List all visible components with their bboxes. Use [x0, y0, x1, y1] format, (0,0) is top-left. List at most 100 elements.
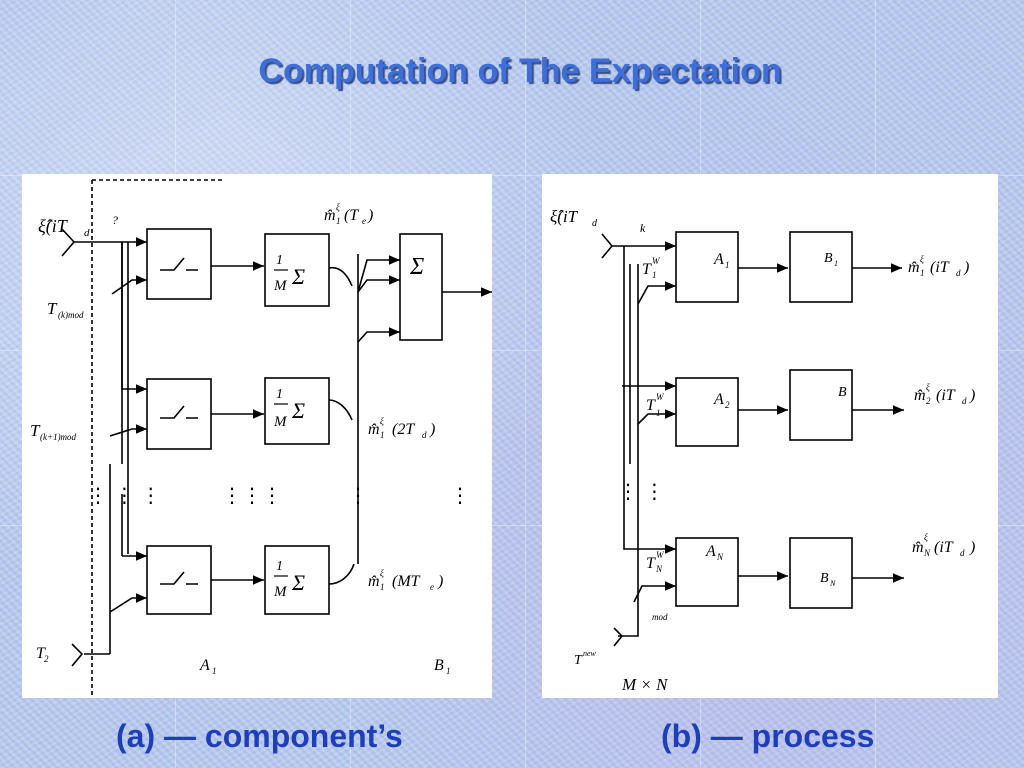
svg-text:1: 1: [920, 268, 925, 278]
svg-text:): ): [963, 259, 969, 276]
input-label: ξ̂(iT: [550, 207, 579, 226]
diagram-a-svg: ξ̂(iT d ? T (k)mod T (k+1)mod T 2 1 M Σ …: [30, 179, 492, 698]
t2-chevron: [71, 643, 84, 667]
svg-text:N: N: [716, 552, 724, 562]
svg-text:1: 1: [725, 260, 730, 270]
svg-text:T: T: [646, 555, 656, 572]
averager-block-1: [264, 233, 330, 307]
b-block-n: [789, 537, 853, 609]
svg-text:(2T: (2T: [392, 421, 415, 438]
svg-text:(k+1)mod: (k+1)mod: [40, 432, 77, 442]
svg-text:ξ: ξ: [380, 416, 384, 426]
svg-text:d: d: [84, 227, 90, 239]
svg-text:M: M: [273, 278, 288, 294]
svg-text:2: 2: [44, 654, 49, 664]
svg-text:T: T: [574, 653, 583, 668]
ellipsis-dots: ⋮ ⋮ ⋮: [88, 483, 161, 507]
a-block-n-label: A: [705, 543, 716, 560]
svg-text:): ): [969, 539, 975, 556]
tw-label-1: T W 1: [642, 256, 661, 280]
switch-block-2: [146, 378, 212, 450]
svg-text:Σ: Σ: [291, 570, 305, 595]
background-gridline: [0, 175, 1024, 176]
svg-text:(iT: (iT: [930, 259, 950, 276]
svg-text:m̂: m̂: [368, 573, 380, 590]
svg-text:W: W: [656, 392, 665, 402]
diagram-a-panel: ξ̂(iT d ? T (k)mod T (k+1)mod T 2 1 M Σ …: [22, 174, 492, 698]
output-label-1: m̂ ξ 1 (T e ): [324, 202, 373, 226]
a-block-2-label: A: [713, 391, 724, 408]
background-gridline: [0, 525, 1024, 526]
diagram-b-svg: ξ̂(iT d k T W 1 T W 1 T W N mod A 1 A 2 …: [550, 207, 975, 694]
tw-label-2: T W 1: [646, 392, 665, 418]
input-label: ξ̂(iT: [38, 216, 69, 237]
sum-block: [399, 233, 443, 341]
b-block-1-label: B: [824, 251, 833, 266]
svg-text:Σ: Σ: [291, 264, 305, 289]
svg-text:Σ: Σ: [291, 398, 305, 423]
svg-text:(iT: (iT: [934, 539, 954, 556]
svg-text:ξ: ξ: [380, 568, 384, 578]
svg-text:1: 1: [212, 666, 217, 676]
tw-label-n: T W N: [646, 550, 665, 574]
svg-text:e: e: [430, 582, 434, 592]
svg-text:): ): [969, 387, 975, 404]
svg-text:m̂: m̂: [908, 259, 920, 276]
svg-text:1: 1: [380, 430, 385, 440]
svg-text:ξ: ξ: [924, 532, 928, 542]
svg-text:e: e: [362, 216, 366, 226]
branch-label: ?: [112, 213, 118, 227]
b-block-2-label: B: [838, 385, 847, 400]
svg-text:d: d: [962, 396, 967, 406]
output-label-2: m̂ ξ 1 (2T d ): [368, 416, 435, 440]
svg-text:1: 1: [276, 559, 283, 574]
averager-block-2: [264, 377, 330, 445]
svg-text:(MT: (MT: [392, 573, 421, 590]
svg-text:): ): [429, 421, 435, 438]
bottom-chevron: [613, 627, 624, 647]
svg-text:1: 1: [834, 259, 838, 268]
switch-block-3: [146, 545, 212, 615]
svg-text:1: 1: [336, 216, 341, 226]
mxn-label: M × N: [621, 675, 669, 694]
svg-text:ξ: ξ: [336, 202, 340, 212]
svg-text:T: T: [646, 397, 656, 414]
ellipsis-dots: ⋮⋮⋮: [222, 483, 282, 507]
averager-label-2: 1 M Σ: [273, 387, 305, 430]
svg-text:): ): [437, 573, 443, 590]
sum-symbol: Σ: [409, 254, 424, 280]
group-label-a1: A: [199, 657, 210, 674]
svg-text:d: d: [592, 218, 598, 229]
output-label-n: m̂ ξ N (iT d ): [912, 532, 975, 558]
background-gridline: [0, 350, 1024, 351]
svg-text:new: new: [583, 649, 597, 658]
svg-text:d: d: [956, 268, 961, 278]
svg-text:d: d: [960, 548, 965, 558]
svg-text:d: d: [422, 430, 427, 440]
svg-text:1: 1: [656, 408, 661, 418]
t-label-2: T: [30, 421, 41, 440]
svg-text:m̂: m̂: [324, 207, 336, 224]
a-block-2: [675, 377, 739, 447]
svg-text:1: 1: [446, 666, 451, 676]
input-chevron: [601, 233, 614, 259]
svg-text:M: M: [273, 584, 288, 600]
t-label-1: T: [47, 299, 58, 318]
svg-text:(k)mod: (k)mod: [58, 310, 84, 320]
svg-text:W: W: [656, 550, 665, 560]
a-block-1: [675, 231, 739, 303]
svg-text:(iT: (iT: [936, 387, 956, 404]
svg-text:1: 1: [380, 582, 385, 592]
svg-text:N: N: [923, 548, 931, 558]
svg-text:N: N: [829, 579, 836, 588]
slide-title: Computation of The Expectation: [258, 52, 782, 90]
k-label: k: [640, 221, 646, 235]
ellipsis-dots: ⋮: [450, 483, 470, 507]
svg-text:ξ: ξ: [926, 382, 930, 392]
background-gridline: [525, 0, 526, 768]
a-block-1-label: A: [713, 251, 724, 268]
svg-text:): ): [367, 207, 373, 224]
output-label-2: m̂ ξ 2 (iT d ): [914, 382, 975, 406]
svg-text:ξ: ξ: [920, 254, 924, 264]
svg-text:(T: (T: [344, 207, 359, 224]
